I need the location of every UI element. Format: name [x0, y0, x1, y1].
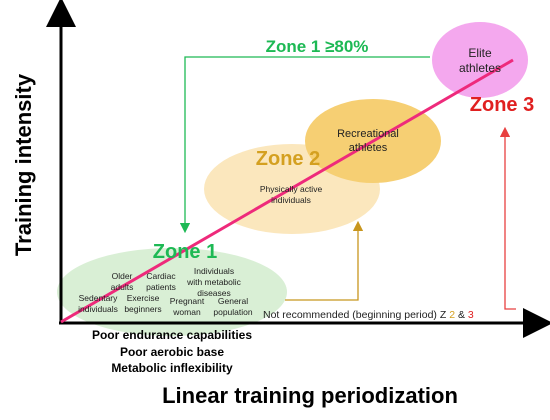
general-2: population: [213, 307, 253, 317]
zone2-label: Zone 2: [256, 148, 320, 170]
metabolic-2: with metabolic: [186, 277, 242, 287]
sedentary-2: individuals: [78, 304, 118, 314]
older-adults-2: adults: [111, 282, 134, 292]
elite-label-2: athletes: [459, 61, 501, 75]
zone1-top-label: Zone 1 ≥80%: [266, 37, 369, 56]
older-adults-1: Older: [112, 271, 133, 281]
characteristic-2: Poor aerobic base: [120, 345, 224, 359]
not-recommended-prefix: Not recommended (beginning period) Z: [263, 309, 449, 321]
pregnant-2: woman: [172, 307, 201, 317]
characteristic-3: Metabolic inflexibility: [111, 361, 233, 375]
intensity-diagonal: [60, 58, 514, 324]
zone3-label: Zone 3: [470, 94, 534, 116]
active-label-1: Physically active: [260, 184, 323, 194]
y-axis-label: Training intensity: [11, 73, 36, 256]
recreational-label-2: athletes: [349, 142, 388, 154]
zone1-arrow: [179, 56, 430, 234]
beginners-2: beginners: [124, 304, 161, 314]
zone2-arrow: [285, 220, 364, 301]
elite-ellipse: [432, 22, 528, 98]
zone3-arrow: [499, 126, 516, 310]
general-1: General: [218, 296, 248, 306]
zone1-ellipse: [57, 248, 287, 336]
cardiac-1: Cardiac: [146, 271, 176, 281]
cardiac-2: patients: [146, 282, 176, 292]
x-axis-label: Linear training periodization: [162, 383, 458, 408]
zone1-label: Zone 1: [153, 241, 217, 263]
sedentary-1: Sedentary: [79, 293, 118, 303]
zone1-groups: Older adults Cardiac patients Individual…: [78, 266, 253, 317]
metabolic-1: Individuals: [194, 266, 234, 276]
elite-label-1: Elite: [468, 46, 492, 60]
not-recommended-amp: &: [455, 309, 468, 321]
characteristic-1: Poor endurance capabilities: [92, 328, 252, 342]
beginners-1: Exercise: [127, 293, 160, 303]
not-recommended-z3: 3: [468, 309, 474, 321]
active-label-2: individuals: [271, 195, 311, 205]
pregnant-1: Pregnant: [170, 296, 205, 306]
not-recommended-text: Not recommended (beginning period) Z 2 &…: [263, 309, 474, 321]
recreational-label-1: Recreational: [337, 128, 399, 140]
metabolic-3: diseases: [197, 288, 231, 298]
not-recommended-z2: 2: [449, 309, 455, 321]
